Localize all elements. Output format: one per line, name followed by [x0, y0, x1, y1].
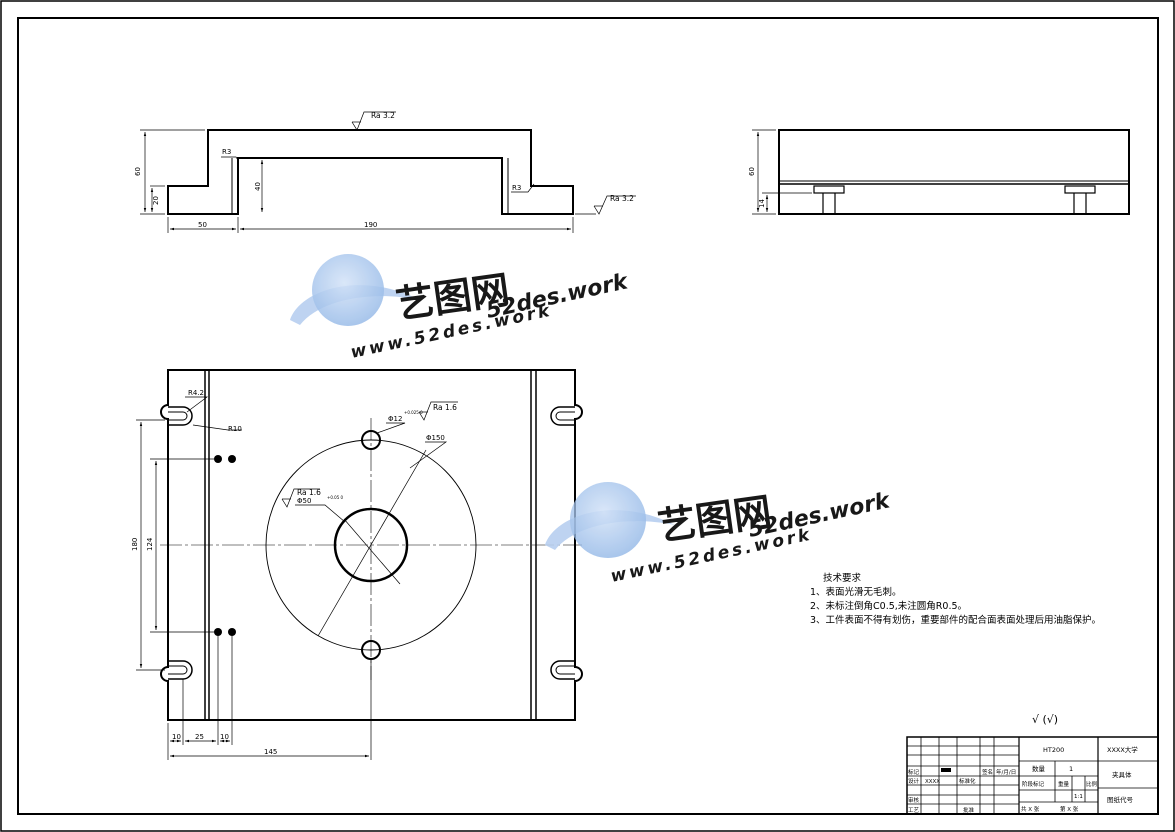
- side-view: 60 14: [748, 129, 1130, 215]
- dim-d12: Φ12: [388, 415, 402, 423]
- dim-60-side: 60: [748, 167, 756, 176]
- dim-10-right: 10: [220, 733, 229, 741]
- general-roughness-symbol: √ (√): [1032, 713, 1059, 726]
- title-block: [906, 736, 1159, 815]
- tb-row-review: 审核: [908, 796, 920, 804]
- tb-std-label: 标准化: [959, 777, 976, 785]
- dim-40-front: 40: [254, 182, 262, 191]
- roughness-top-label: Ra 3.2: [371, 111, 395, 120]
- title-block-text: HT200 XXXX大学 数量 1 夹具体 阶段标记 重量 比例 1:1 图纸代…: [908, 745, 1138, 814]
- dim-d50: Φ50: [297, 497, 311, 505]
- top-view: R4.2 R10 Φ12 +0.025 0 Φ150 Φ50 +0.05 0 R…: [131, 369, 583, 760]
- technical-requirements: 技术要求 1、表面光滑无毛刺。 2、未标注倒角C0.5,未注圆角R0.5。 3、…: [810, 572, 1150, 628]
- tb-designer: XXXX: [925, 779, 940, 785]
- inner-border: [17, 17, 1159, 815]
- dim-r3-right: R3: [512, 184, 521, 192]
- tb-approve-label: 批准: [963, 806, 975, 814]
- tb-stage-label: 阶段标记: [1022, 780, 1045, 788]
- tech-item-3: 3、工件表面不得有划伤，重要部件的配合面表面处理后用油脂保护。: [810, 615, 1102, 626]
- tb-row-process: 工艺: [908, 807, 920, 814]
- tb-material: HT200: [1043, 746, 1064, 754]
- front-view: Ra 3.2 Ra 3.2 60 20 40 50 190 R3 R3: [134, 111, 636, 233]
- tb-school: XXXX大学: [1107, 745, 1138, 754]
- tb-row-design: 设计: [908, 777, 920, 785]
- tb-sheets: 共 X 张: [1021, 805, 1040, 813]
- dim-r10: R10: [228, 425, 242, 433]
- roughness-right-label: Ra 3.2: [610, 194, 634, 203]
- dim-d50-tol: +0.05 0: [327, 495, 344, 500]
- dim-d150: Φ150: [426, 434, 445, 442]
- dim-190-front: 190: [364, 221, 377, 229]
- dim-124: 124: [146, 537, 154, 551]
- dim-145: 145: [264, 748, 277, 756]
- roughness-small-hole: Ra 1.6: [433, 403, 457, 412]
- tech-item-1: 1、表面光滑无毛刺。: [810, 587, 902, 598]
- watermark-1: 艺图网 52des.work www.52des.work: [290, 254, 631, 363]
- tb-weight-label: 重量: [1058, 780, 1070, 788]
- dim-180: 180: [131, 538, 139, 551]
- tb-drawing-no: 图纸代号: [1107, 795, 1134, 804]
- dim-25: 25: [195, 733, 204, 741]
- dim-10-left: 10: [172, 733, 181, 741]
- dim-60-front: 60: [134, 167, 142, 176]
- dim-50-front: 50: [198, 221, 207, 229]
- tb-date-label: 年/月/日: [996, 768, 1016, 776]
- tb-part-name: 夹具体: [1112, 770, 1132, 779]
- tb-scale: 1:1: [1074, 794, 1083, 800]
- tb-sign-label: 签名: [982, 768, 993, 776]
- dim-14-side: 14: [758, 199, 766, 208]
- tb-scale-label: 比例: [1086, 780, 1098, 788]
- dim-r42: R4.2: [188, 389, 204, 397]
- tech-title: 技术要求: [823, 573, 862, 584]
- tech-item-2: 2、未标注倒角C0.5,未注圆角R0.5。: [810, 601, 968, 612]
- tb-qty: 1: [1069, 765, 1073, 773]
- tb-row-mark: 标记: [908, 768, 920, 776]
- tb-sheet: 第 X 张: [1060, 805, 1079, 813]
- dim-20-front: 20: [152, 196, 160, 205]
- roughness-center-hole: Ra 1.6: [297, 488, 321, 497]
- dim-d12-tol: +0.025 0: [404, 410, 423, 415]
- tb-qty-label: 数量: [1032, 764, 1046, 773]
- dim-r3-left: R3: [222, 148, 231, 156]
